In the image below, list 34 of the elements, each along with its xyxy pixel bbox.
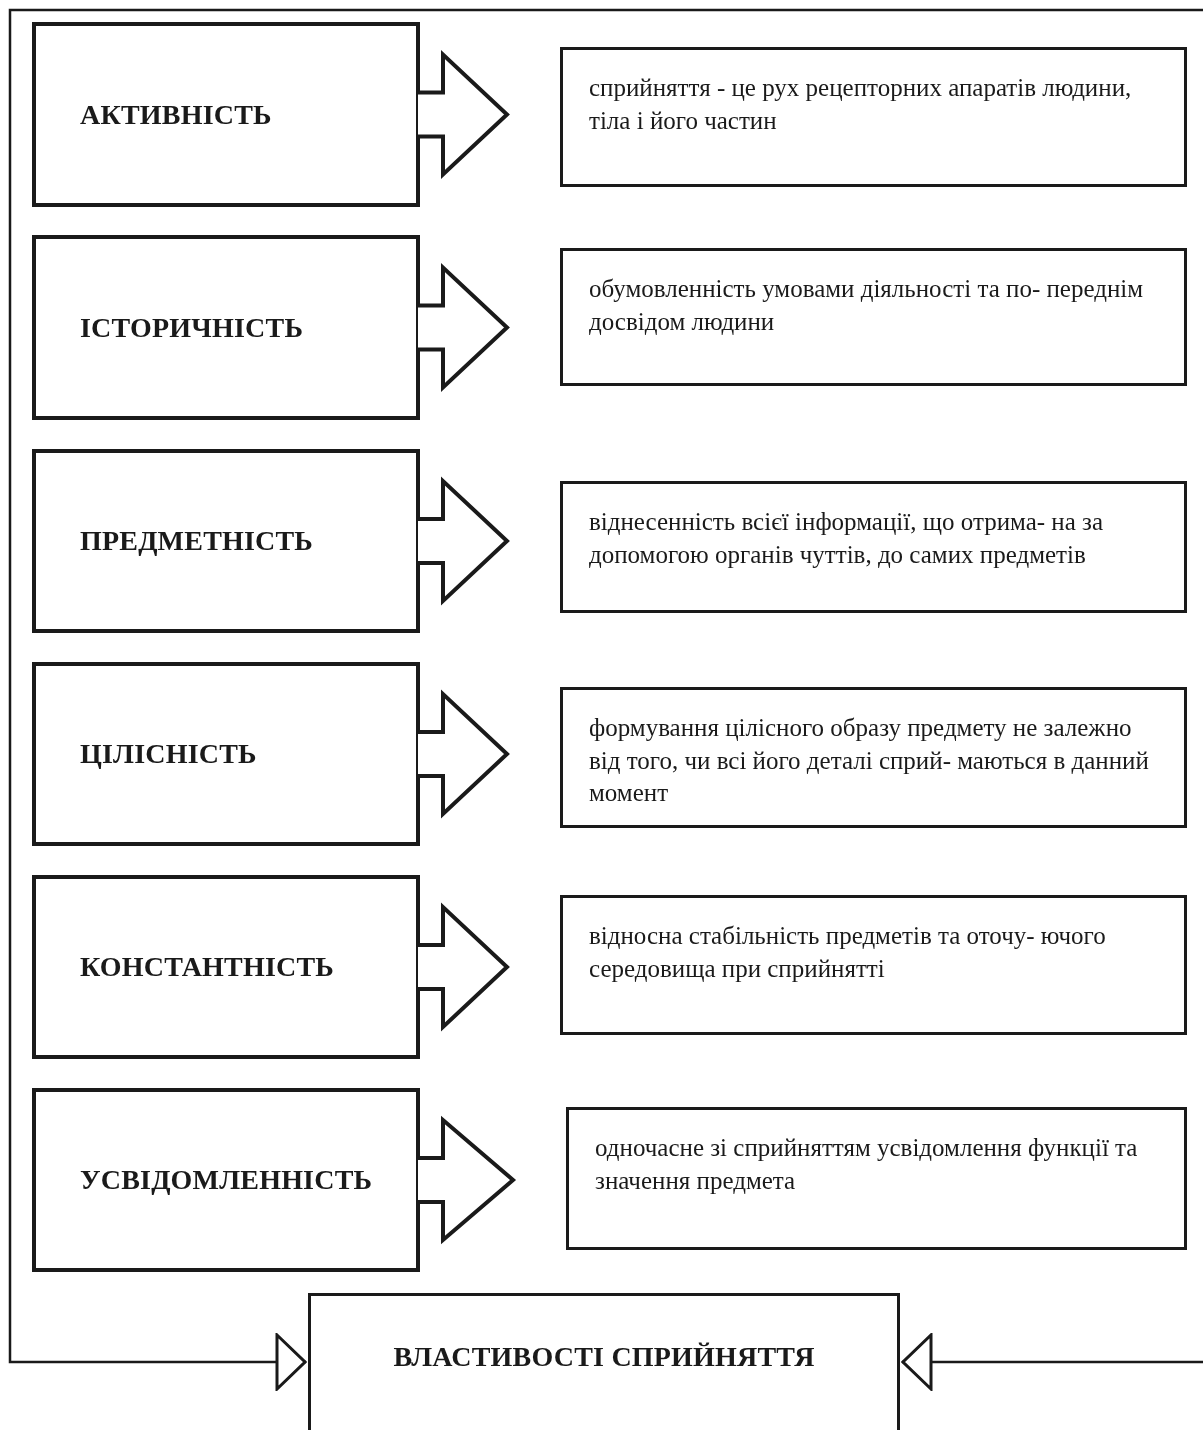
block-arrow [416,476,510,606]
property-box [32,22,420,207]
arrow [901,1333,1203,1391]
property-name: АКТИВНІСТЬ [80,98,272,131]
property-name: ПРЕДМЕТНІСТЬ [80,525,314,557]
definition-text: формування цілісного образу предмету не залежно від того, чи всі його деталі сприй- маються в данний момент [589,713,1150,808]
definition-box [560,895,1187,1035]
definition-box [560,47,1187,187]
definition-text: одночасне зі сприйняттям усвідомлення функції та значення предмета [595,1133,1139,1196]
definition-text: відносна стабільність предметів та оточу- ючого середовища при сприйнятті [589,921,1107,984]
definition-text: сприйняття - це рух рецепторних апаратів людини, тіла і його частин [589,73,1133,136]
property-box [32,235,420,420]
property-box [32,449,420,633]
block-arrow [416,262,510,393]
property-box [32,1088,420,1272]
property-name: ЦІЛІСНІСТЬ [80,738,257,770]
definition-box [566,1107,1187,1250]
block-arrow [416,902,510,1032]
definition-box [560,481,1187,613]
block-arrow [416,689,510,819]
property-box [32,875,420,1059]
title-box [308,1293,900,1430]
arrow [8,8,1203,1391]
property-name: ІСТОРИЧНІСТЬ [80,311,304,344]
definition-text: віднесенність всієї інформації, що отрима- на за допомогою органів чуттів, до самих предметів [589,507,1105,570]
block-arrow [416,49,510,180]
block-arrow [416,1115,517,1245]
definition-box [560,687,1187,828]
node-label: ВЛАСТИВОСТІ СПРИЙНЯТТЯ [393,1341,815,1373]
definition-text: обумовленність умовами діяльності та по- переднім досвідом людини [589,274,1145,337]
property-name: УСВІДОМЛЕННІСТЬ [80,1164,373,1196]
property-name: КОНСТАНТНІСТЬ [80,951,335,983]
definition-box [560,248,1187,386]
property-box [32,662,420,846]
